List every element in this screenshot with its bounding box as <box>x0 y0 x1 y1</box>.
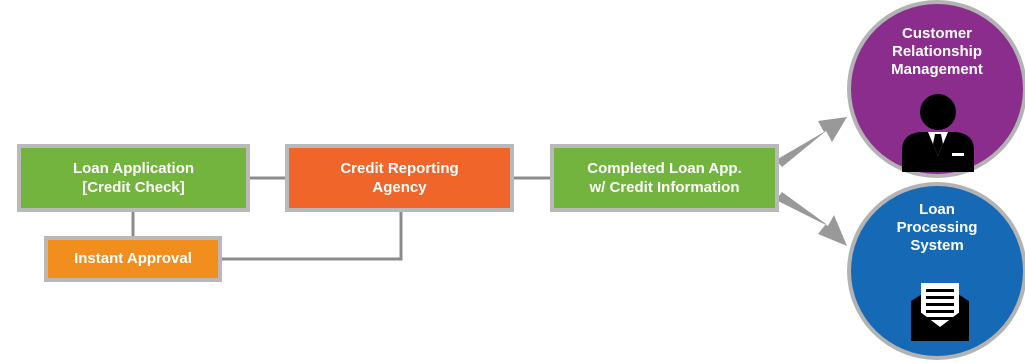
loan-application-line2: [Credit Check] <box>82 179 185 196</box>
output-arrows <box>776 117 847 246</box>
loan-application-box: Loan Application [Credit Check] <box>17 144 250 212</box>
connector-lines <box>131 176 551 261</box>
arrow-to-crm <box>776 117 847 167</box>
crm-line3: Management <box>891 61 983 78</box>
loan-processing-line2: Processing <box>896 219 978 236</box>
person-in-suit-icon <box>902 94 974 172</box>
loan-processing-label: Loan Processing System <box>851 201 1023 255</box>
crm-line2: Relationship <box>891 43 982 60</box>
credit-reporting-agency-box: Credit Reporting Agency <box>285 144 514 212</box>
crm-line1: Customer <box>901 25 972 42</box>
completed-loan-app-line2: w/ Credit Information <box>589 179 740 196</box>
credit-reporting-agency-line1: Credit Reporting <box>340 159 459 177</box>
instant-approval-label: Instant Approval <box>74 250 192 268</box>
instant-approval-box: Instant Approval <box>44 236 222 282</box>
loan-application-line1: Loan Application <box>72 159 195 177</box>
crm-circle: Customer Relationship Management <box>847 0 1025 178</box>
connector-agency-to-instant <box>222 212 403 261</box>
loan-processing-line3: System <box>910 237 964 254</box>
completed-loan-app-line1: Completed Loan App. <box>587 159 742 177</box>
arrow-to-loan-processing <box>776 192 847 246</box>
credit-reporting-agency-line2: Agency <box>372 179 427 196</box>
crm-label: Customer Relationship Management <box>851 25 1023 79</box>
document-in-envelope-icon <box>911 283 969 341</box>
loan-processing-line1: Loan <box>919 201 955 218</box>
completed-loan-app-box: Completed Loan App. w/ Credit Informatio… <box>550 144 779 212</box>
loan-processing-circle: Loan Processing System <box>847 182 1025 360</box>
